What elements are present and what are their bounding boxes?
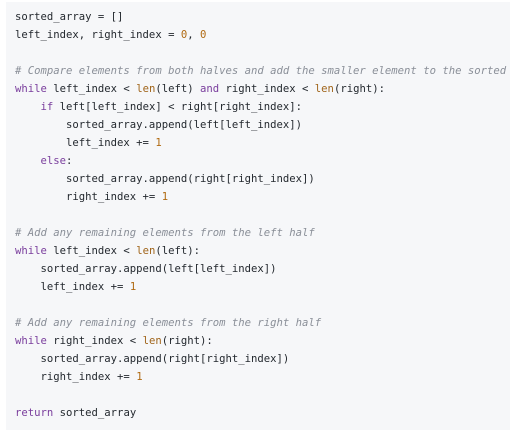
code-line: # Add any remaining elements from the le… bbox=[15, 224, 510, 242]
code-token: right_index < bbox=[219, 83, 315, 95]
keyword-token: and bbox=[199, 83, 220, 95]
code-line: # Add any remaining elements from the ri… bbox=[15, 314, 510, 332]
code-token: right_index += bbox=[15, 371, 137, 383]
code-line bbox=[15, 206, 510, 224]
keyword-token: while bbox=[15, 335, 47, 347]
code-line: while right_index < len(right): bbox=[15, 332, 510, 350]
code-line: sorted_array.append(left[left_index]) bbox=[15, 116, 510, 134]
code-line: sorted_array.append(left[left_index]) bbox=[15, 260, 510, 278]
code-token: left_index += bbox=[15, 137, 156, 149]
code-lines: sorted_array = [] left_index, right_index… bbox=[15, 8, 510, 422]
code-line: left_index += 1 bbox=[15, 134, 510, 152]
code-line: while left_index < len(left) and right_i… bbox=[15, 80, 510, 98]
code-block: sorted_array = [] left_index, right_index… bbox=[6, 2, 510, 430]
number-token: 1 bbox=[155, 137, 162, 149]
keyword-token: else bbox=[40, 155, 67, 167]
code-line: # Compare elements from both halves and … bbox=[15, 62, 510, 80]
number-token: 1 bbox=[161, 191, 169, 203]
code-token: sorted_array.append(right[right_index]) bbox=[15, 173, 315, 185]
code-line: while left_index < len(left): bbox=[15, 242, 510, 260]
keyword-token: if bbox=[40, 101, 54, 113]
code-token: left_index += bbox=[15, 281, 130, 293]
builtin-token: len bbox=[136, 83, 156, 95]
builtin-token: len bbox=[314, 83, 334, 95]
code-token: right_index += bbox=[15, 191, 162, 203]
code-line: if left[left_index] < right[right_index]… bbox=[15, 98, 510, 116]
code-line: sorted_array.append(right[right_index]) bbox=[15, 170, 510, 188]
number-token: 1 bbox=[136, 371, 143, 383]
number-token: 0 bbox=[180, 29, 188, 41]
code-token: : bbox=[66, 155, 73, 167]
code-token bbox=[15, 155, 41, 167]
number-token: 0 bbox=[199, 29, 207, 41]
code-token: left[left_index] < right[right_index]: bbox=[53, 101, 303, 113]
builtin-token: len bbox=[136, 245, 156, 257]
code-token: left_index < bbox=[46, 245, 137, 257]
keyword-token: while bbox=[15, 83, 47, 95]
code-line: left_index, right_index = 0, 0 bbox=[15, 26, 510, 44]
comment-token: # Add any remaining elements from the le… bbox=[15, 227, 315, 239]
code-token: (right): bbox=[333, 83, 385, 95]
code-token: left_index, right_index = bbox=[15, 29, 181, 41]
code-token: right_index < bbox=[46, 335, 143, 347]
code-line: return sorted_array bbox=[15, 404, 510, 422]
code-line bbox=[15, 296, 510, 314]
code-token: sorted_array = [] bbox=[15, 11, 124, 23]
code-token: (right): bbox=[161, 335, 213, 347]
code-token: sorted_array.append(left[left_index]) bbox=[15, 263, 277, 275]
code-token: (left): bbox=[155, 245, 200, 257]
code-token: , bbox=[187, 29, 200, 41]
code-line: else: bbox=[15, 152, 510, 170]
code-token: sorted_array.append(right[right_index]) bbox=[15, 353, 290, 365]
code-token bbox=[15, 101, 41, 113]
code-token: sorted_array bbox=[53, 407, 137, 419]
keyword-token: while bbox=[15, 245, 47, 257]
keyword-token: return bbox=[15, 407, 54, 419]
number-token: 1 bbox=[129, 281, 137, 293]
code-line bbox=[15, 44, 510, 62]
code-line: left_index += 1 bbox=[15, 278, 510, 296]
code-token: sorted_array.append(left[left_index]) bbox=[15, 119, 303, 131]
builtin-token: len bbox=[142, 335, 162, 347]
code-token: (left) bbox=[155, 83, 200, 95]
code-line: sorted_array.append(right[right_index]) bbox=[15, 350, 510, 368]
code-line bbox=[15, 386, 510, 404]
code-line: sorted_array = [] bbox=[15, 8, 510, 26]
code-line: right_index += 1 bbox=[15, 188, 510, 206]
comment-token: # Compare elements from both halves and … bbox=[15, 65, 507, 77]
code-token: left_index < bbox=[46, 83, 137, 95]
code-line: right_index += 1 bbox=[15, 368, 510, 386]
comment-token: # Add any remaining elements from the ri… bbox=[15, 317, 322, 329]
